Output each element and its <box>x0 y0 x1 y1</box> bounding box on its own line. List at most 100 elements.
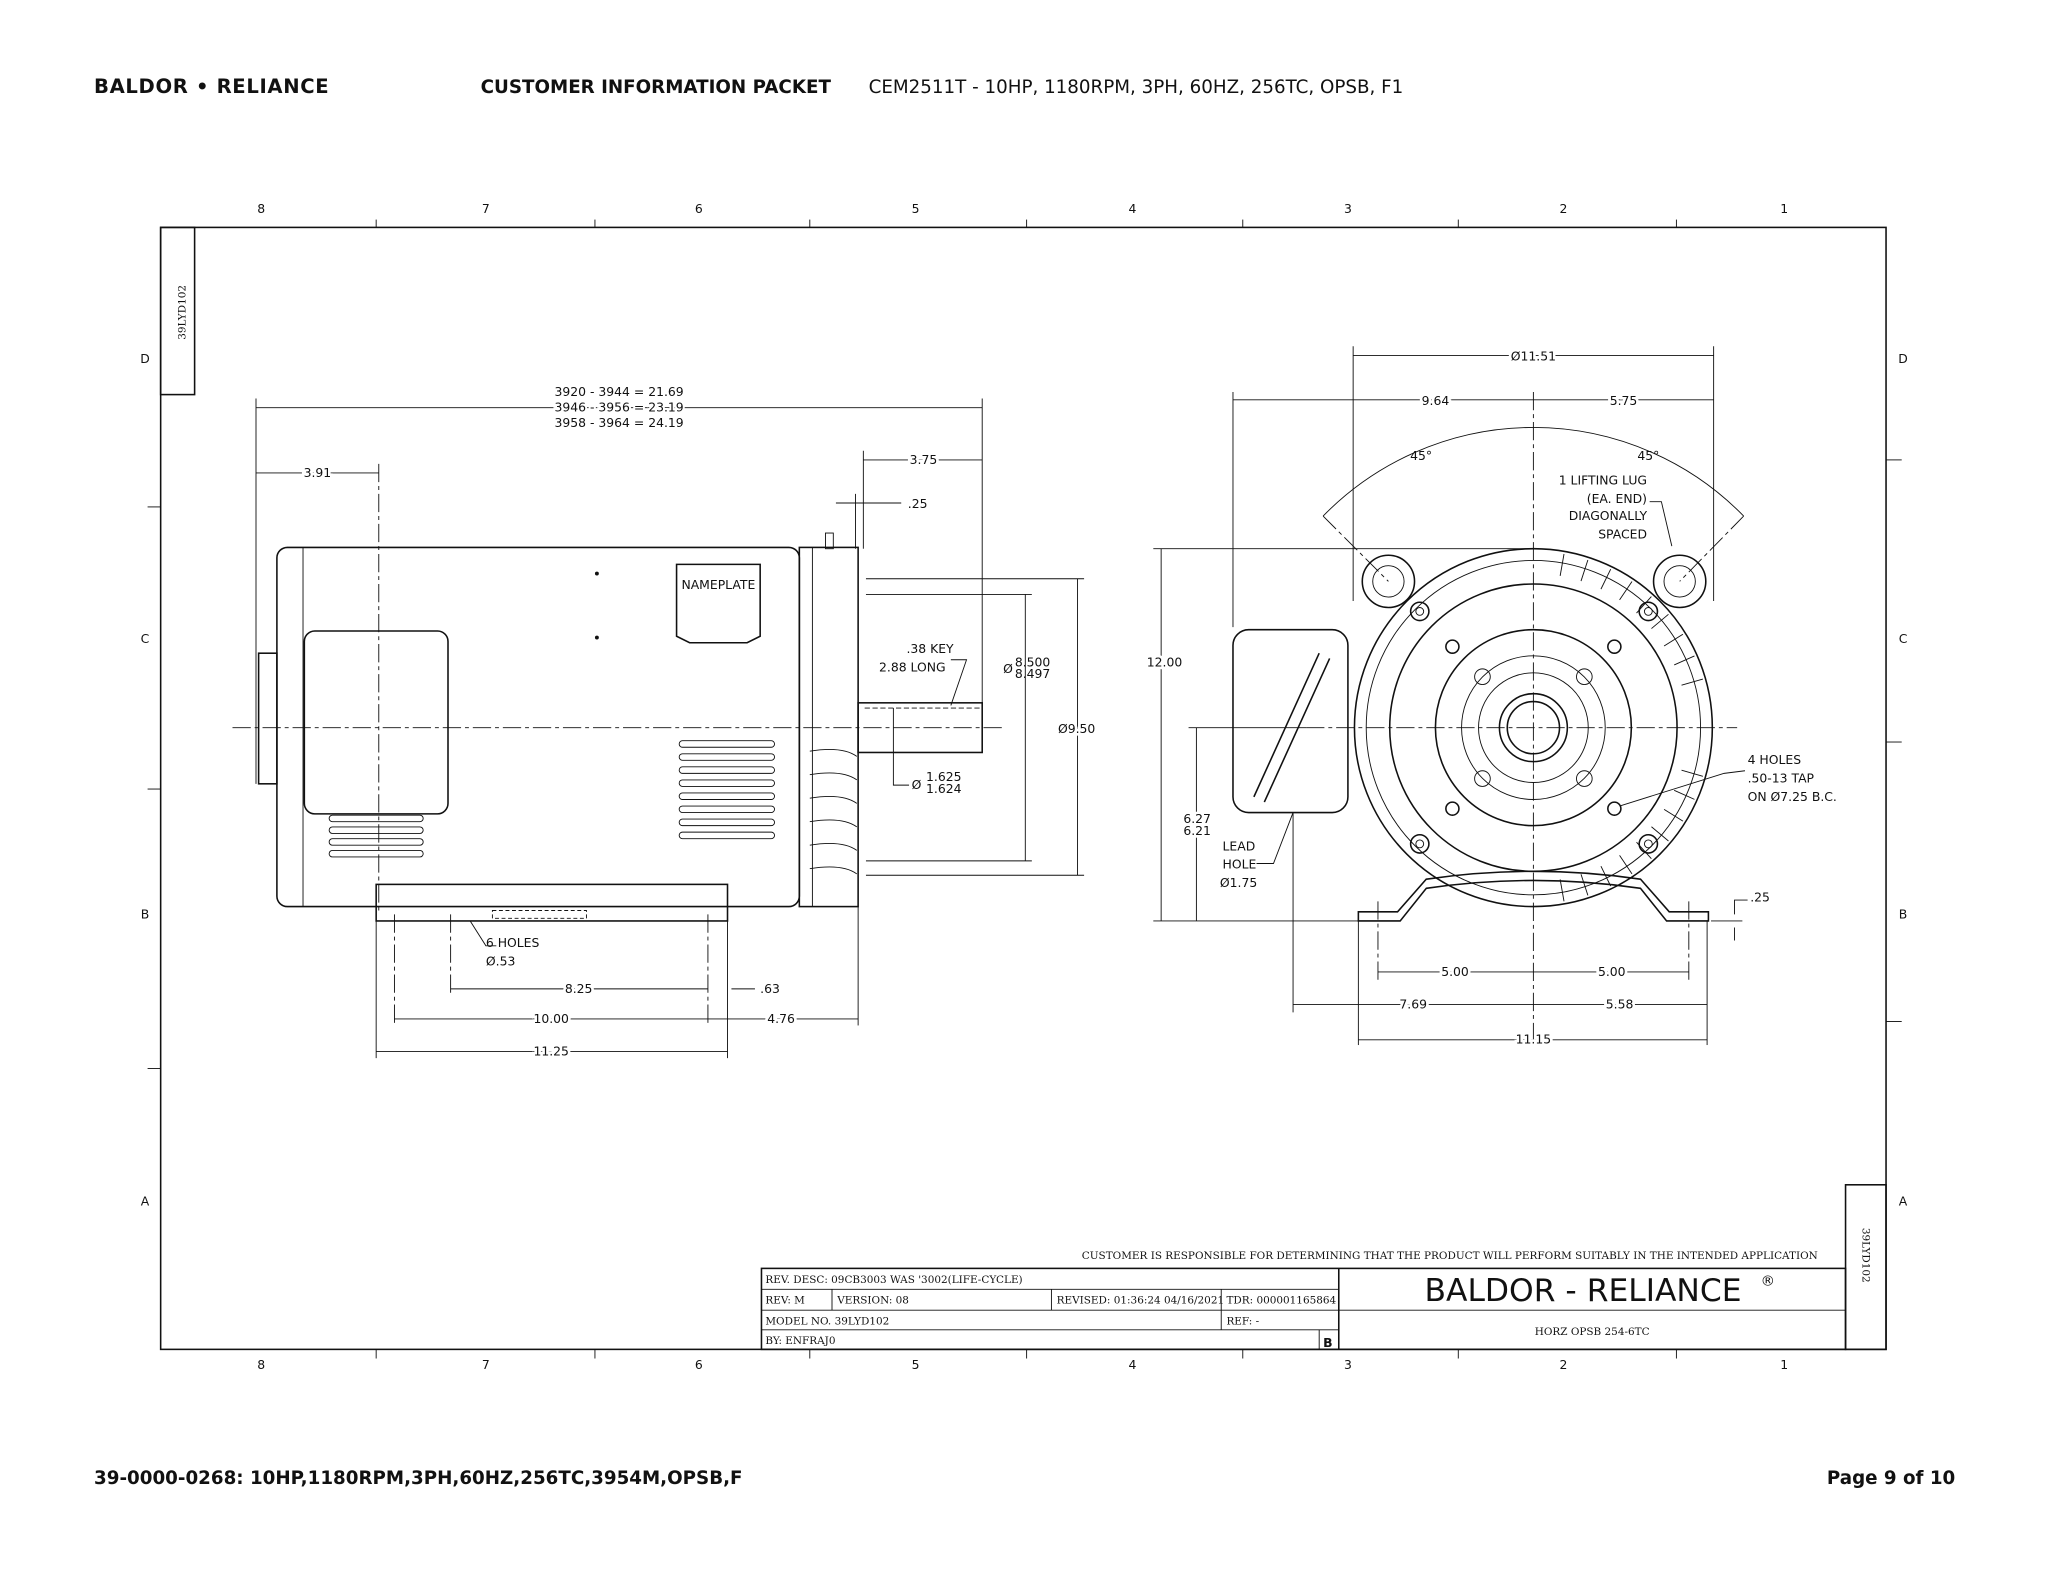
zone-letter: C <box>1899 631 1908 646</box>
svg-text:45°: 45° <box>1410 448 1432 463</box>
svg-text:REV: M: REV: M <box>765 1295 805 1307</box>
svg-text:7.69: 7.69 <box>1399 996 1427 1011</box>
front-feet <box>1357 870 1710 922</box>
zone-letter: A <box>141 1194 150 1209</box>
svg-text:3.75: 3.75 <box>910 452 938 467</box>
svg-text:1.625: 1.625 <box>926 769 961 784</box>
tap-hole <box>1607 801 1622 816</box>
svg-text:5.00: 5.00 <box>1598 964 1626 979</box>
zone-number: 8 <box>257 201 265 216</box>
svg-text:(EA. END): (EA. END) <box>1587 491 1647 506</box>
svg-text:Ø: Ø <box>912 777 922 792</box>
svg-text:®: ® <box>1761 1273 1775 1289</box>
svg-text:B: B <box>1323 1335 1332 1350</box>
svg-text:8.500: 8.500 <box>1015 654 1051 669</box>
zone-number: 2 <box>1559 201 1567 216</box>
svg-text:11.15: 11.15 <box>1516 1032 1551 1047</box>
svg-text:TDR: 000001165864: TDR: 000001165864 <box>1226 1295 1336 1307</box>
svg-text:5.58: 5.58 <box>1606 996 1634 1011</box>
zone-letter: B <box>141 906 150 921</box>
svg-text:.25: .25 <box>1750 889 1770 904</box>
zone-number: 1 <box>1780 201 1788 216</box>
shaft <box>857 702 983 754</box>
svg-text:3.91: 3.91 <box>304 465 332 480</box>
svg-text:8.25: 8.25 <box>565 981 593 996</box>
svg-text:Ø11.51: Ø11.51 <box>1511 349 1556 364</box>
svg-text:8.497: 8.497 <box>1015 666 1050 681</box>
svg-text:1.624: 1.624 <box>926 781 962 796</box>
terminal-box <box>1232 628 1349 814</box>
page-number: Page 9 of 10 <box>1827 1468 1955 1489</box>
conduit-box <box>303 630 449 815</box>
zone-number: 5 <box>912 1357 920 1372</box>
svg-text:SPACED: SPACED <box>1598 526 1647 541</box>
zone-letter: B <box>1899 906 1908 921</box>
zone-number: 5 <box>912 201 920 216</box>
zone-number: 6 <box>695 1357 703 1372</box>
svg-text:9.64: 9.64 <box>1422 393 1450 408</box>
svg-text:.50-13 TAP: .50-13 TAP <box>1748 771 1815 786</box>
svg-text:ON Ø7.25 B.C.: ON Ø7.25 B.C. <box>1748 789 1837 804</box>
svg-text:39LYD102: 39LYD102 <box>1860 1228 1872 1283</box>
svg-text:2.88 LONG: 2.88 LONG <box>879 659 946 674</box>
disclaimer: CUSTOMER IS RESPONSIBLE FOR DETERMINING … <box>1082 1250 1818 1262</box>
title-block: CUSTOMER IS RESPONSIBLE FOR DETERMINING … <box>760 1184 1887 1351</box>
nameplate-outline <box>675 563 761 644</box>
lifting-lug <box>1652 554 1707 609</box>
zone-letter: D <box>1898 351 1908 366</box>
svg-text:6.27: 6.27 <box>1183 811 1211 826</box>
svg-text:4.76: 4.76 <box>767 1011 795 1026</box>
svg-text:3920 - 3944 = 21.69: 3920 - 3944 = 21.69 <box>555 384 684 399</box>
svg-text:1 LIFTING LUG: 1 LIFTING LUG <box>1559 473 1647 488</box>
svg-text:HORZ OPSB 254-6TC: HORZ OPSB 254-6TC <box>1535 1326 1650 1338</box>
svg-text:DIAGONALLY: DIAGONALLY <box>1569 508 1648 523</box>
zone-letter: A <box>1899 1194 1908 1209</box>
zone-number: 4 <box>1128 1357 1136 1372</box>
packet-title: CUSTOMER INFORMATION PACKET <box>481 77 832 98</box>
svg-text:11.25: 11.25 <box>533 1043 568 1058</box>
zone-number: 3 <box>1344 1357 1352 1372</box>
footer-model: 39-0000-0268: 10HP,1180RPM,3PH,60HZ,256T… <box>94 1468 743 1489</box>
zone-number: 1 <box>1780 1357 1788 1372</box>
svg-text:5.75: 5.75 <box>1610 393 1638 408</box>
svg-text:.63: .63 <box>760 981 780 996</box>
svg-text:Ø.53: Ø.53 <box>486 953 515 968</box>
svg-text:4 HOLES: 4 HOLES <box>1748 752 1802 767</box>
svg-text:6 HOLES: 6 HOLES <box>486 935 540 950</box>
lifting-lug <box>1361 554 1416 609</box>
svg-text:Ø1.75: Ø1.75 <box>1220 875 1257 890</box>
svg-text:REVISED: 01:36:24 04/16/2021: REVISED: 01:36:24 04/16/2021 <box>1057 1295 1224 1307</box>
svg-text:3946 - 3956 = 23.19: 3946 - 3956 = 23.19 <box>555 400 684 415</box>
svg-text:12.00: 12.00 <box>1147 654 1183 669</box>
zone-number: 2 <box>1559 1357 1567 1372</box>
svg-text:5.00: 5.00 <box>1441 964 1469 979</box>
zone-number: 7 <box>482 201 490 216</box>
zone-number: 7 <box>482 1357 490 1372</box>
svg-text:.25: .25 <box>908 496 928 511</box>
svg-text:REF: -: REF: - <box>1226 1316 1259 1328</box>
tap-hole <box>1445 801 1460 816</box>
corner-id-box <box>159 226 196 396</box>
zone-number: 8 <box>257 1357 265 1372</box>
svg-text:BY: ENFRAJ0: BY: ENFRAJ0 <box>765 1335 835 1347</box>
zone-number: 4 <box>1128 201 1136 216</box>
product-subtitle: CEM2511T - 10HP, 1180RPM, 3PH, 60HZ, 256… <box>869 77 1404 98</box>
side-view: NAMEPLATE 3920 - 3944 = 21.69 3946 - 395… <box>232 384 1098 1061</box>
svg-text:10.00: 10.00 <box>533 1011 569 1026</box>
zone-number: 6 <box>695 201 703 216</box>
front-view: Ø11.51 9.64 5.75 45° 45° 1 LIFTING LUG (… <box>1144 346 1837 1049</box>
svg-text:REV. DESC: 09CB3003 WAS '3002(: REV. DESC: 09CB3003 WAS '3002(LIFE-CYCLE… <box>765 1274 1022 1286</box>
svg-text:HOLE: HOLE <box>1223 857 1257 872</box>
brand-name: BALDOR - RELIANCE <box>1425 1273 1742 1309</box>
zone-letter: D <box>140 351 150 366</box>
svg-text:6.21: 6.21 <box>1183 823 1211 838</box>
svg-text:NAMEPLATE: NAMEPLATE <box>681 577 755 592</box>
tap-hole <box>1607 639 1622 654</box>
mounting-foot <box>375 883 729 922</box>
svg-text:45°: 45° <box>1637 448 1659 463</box>
svg-text:Ø9.50: Ø9.50 <box>1058 721 1095 736</box>
svg-text:VERSION: 08: VERSION: 08 <box>836 1295 909 1307</box>
zone-number: 3 <box>1344 201 1352 216</box>
